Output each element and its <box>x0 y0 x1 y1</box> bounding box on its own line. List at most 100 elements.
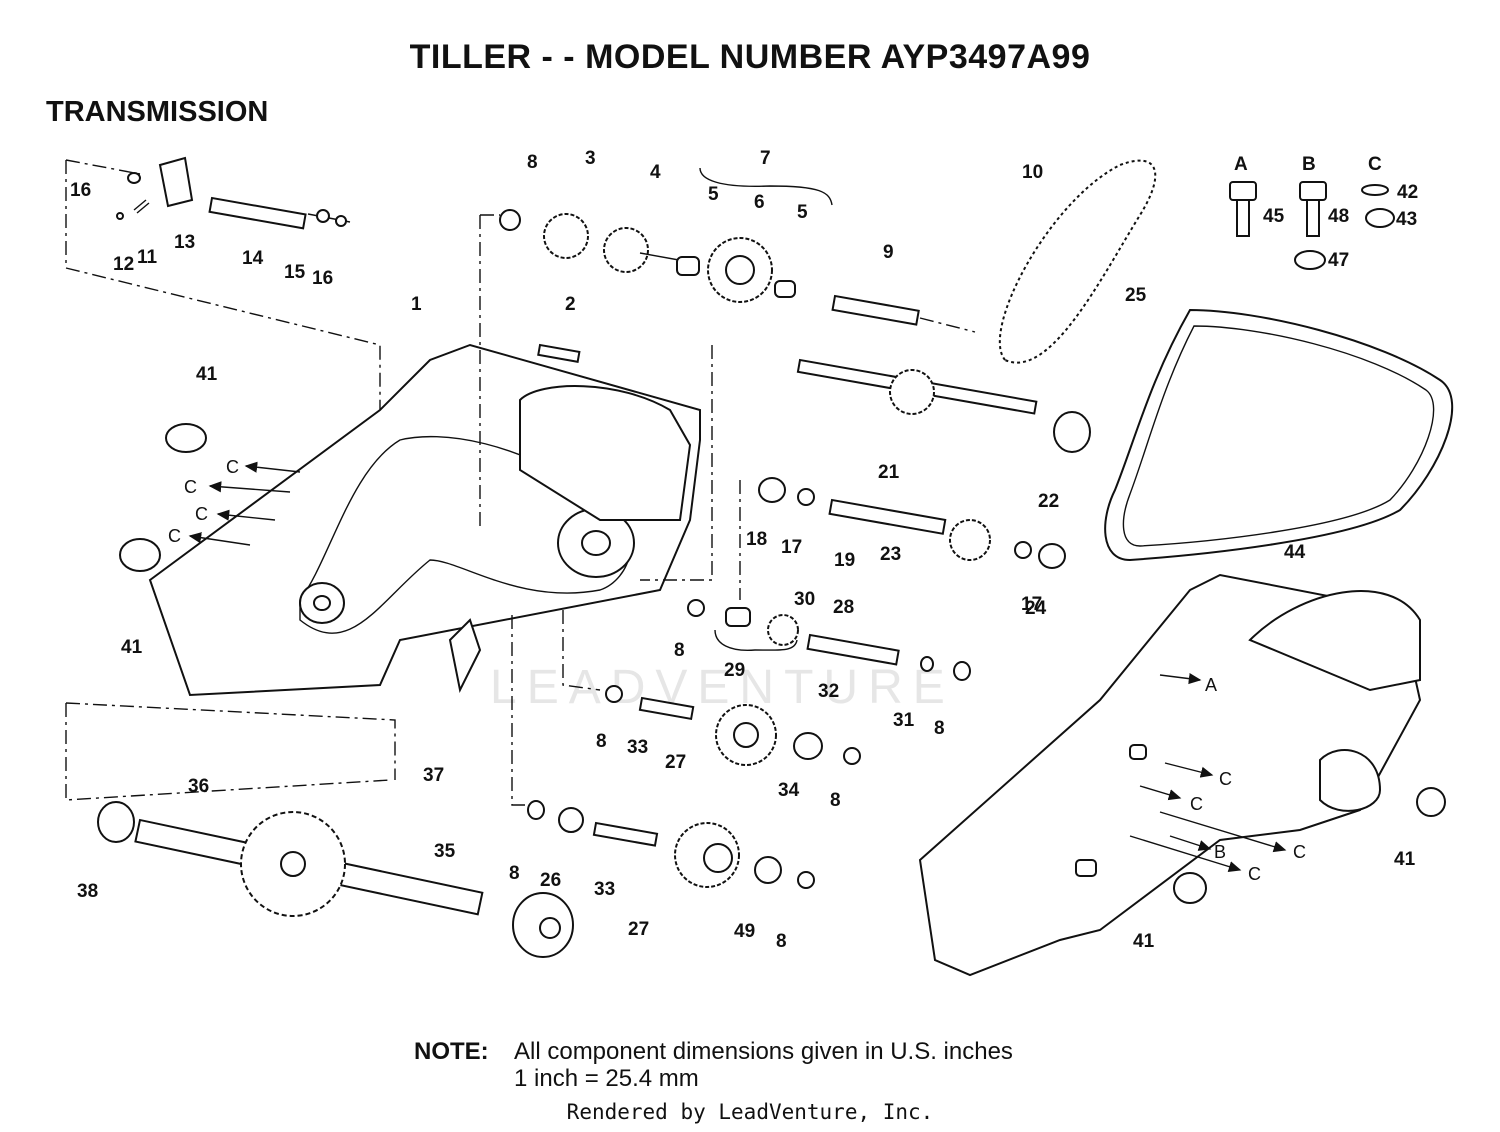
arrow-label-a: A <box>1205 675 1217 695</box>
snap-ring-31 <box>920 656 934 672</box>
shaft-9 <box>831 294 920 326</box>
callout-8: 8 <box>674 640 685 661</box>
gear-28 <box>767 614 799 646</box>
shaft-assembly-32 <box>687 599 971 681</box>
gear-stub-lower <box>1075 859 1097 877</box>
callout-35: 35 <box>434 841 456 862</box>
callout-38: 38 <box>77 881 98 902</box>
legend-b: B <box>1302 154 1316 175</box>
washer-8-right <box>953 661 971 681</box>
callout-48: 48 <box>1328 206 1349 227</box>
callout-45: 45 <box>1263 206 1285 227</box>
callout-25: 25 <box>1125 285 1147 306</box>
spacer-34 <box>793 732 823 760</box>
callout-17: 17 <box>781 537 802 558</box>
handle-37-bracket <box>448 618 482 694</box>
callout-7: 7 <box>760 148 771 169</box>
shaft-assembly-33-upper <box>562 610 861 766</box>
callout-41: 41 <box>196 364 218 385</box>
washer-17-a <box>797 488 815 506</box>
callout-8: 8 <box>596 731 607 752</box>
callout-30: 30 <box>794 589 815 610</box>
arrow-label-c: C <box>1293 842 1306 862</box>
callout-11: 11 <box>137 247 158 268</box>
arrow-label-c: C <box>1248 864 1261 884</box>
page-title: TILLER - - MODEL NUMBER AYP3497A99 <box>409 38 1091 76</box>
callout-31: 31 <box>893 710 915 731</box>
arrow-label-c: C <box>226 457 239 477</box>
bearing-24 <box>1038 543 1066 569</box>
gasket-25 <box>1104 308 1454 562</box>
legend-a: A <box>1234 154 1248 175</box>
sprocket-21 <box>889 369 935 415</box>
callout-16: 16 <box>70 180 91 201</box>
callout-13: 13 <box>174 232 195 253</box>
note-label: NOTE: <box>414 1038 489 1065</box>
callout-33: 33 <box>594 879 615 900</box>
washer-16-top <box>127 172 141 184</box>
callout-23: 23 <box>880 544 901 565</box>
bracket-13 <box>158 156 194 208</box>
dimension-note: NOTE: All component dimensions given in U… <box>414 1038 1013 1092</box>
bushing-41-b <box>119 538 161 572</box>
washer-8-e <box>527 800 545 820</box>
shaft-assembly-21 <box>640 345 1091 581</box>
callout-8: 8 <box>527 152 538 173</box>
washer-16 <box>335 215 347 227</box>
washer-8-mid <box>687 599 705 617</box>
callout-22: 22 <box>1038 491 1059 512</box>
callout-12: 12 <box>113 254 134 275</box>
callout-6: 6 <box>754 192 765 213</box>
callout-16: 16 <box>312 268 333 289</box>
callout-41: 41 <box>1394 849 1416 870</box>
output-axle <box>65 702 574 958</box>
housing-half-left <box>148 343 701 697</box>
note-line-1: All component dimensions given in U.S. i… <box>514 1038 1013 1065</box>
callout-37: 37 <box>423 765 444 786</box>
bolt-48-head <box>1299 181 1327 201</box>
washer-8-top <box>499 209 521 231</box>
callout-5: 5 <box>797 202 808 223</box>
washer-8-c <box>605 685 623 703</box>
callout-24: 24 <box>1025 598 1047 619</box>
bushing-41-d <box>1173 872 1207 904</box>
shaft-33-a <box>638 696 695 721</box>
watermark: LEADVENTURE <box>490 661 955 714</box>
shaft-32 <box>806 633 900 666</box>
callout-43: 43 <box>1396 209 1417 230</box>
bearing-5-b <box>774 280 796 298</box>
shaft-assembly-19 <box>739 477 1066 600</box>
washer-8-d <box>843 747 861 765</box>
arrow-label-c: C <box>1190 794 1203 814</box>
washer-8-f <box>797 871 815 889</box>
sprocket-3 <box>543 213 589 259</box>
callout-9: 9 <box>883 242 894 263</box>
bolt-45-head <box>1229 181 1257 201</box>
hardware-key <box>1229 181 1395 270</box>
housing-gasket-face <box>519 385 692 521</box>
callout-47: 47 <box>1328 250 1349 271</box>
callout-1: 1 <box>411 294 422 315</box>
shaft-assembly-33-lower <box>511 615 815 889</box>
bushing-22 <box>1053 411 1091 453</box>
callout-33: 33 <box>627 737 648 758</box>
callout-29: 29 <box>724 660 745 681</box>
callout-10: 10 <box>1022 162 1043 183</box>
shift-assembly <box>65 156 381 475</box>
callout-41: 41 <box>1133 931 1155 952</box>
callout-34: 34 <box>778 780 800 801</box>
nut-43 <box>1365 208 1395 228</box>
shift-rod-14 <box>208 196 307 230</box>
callout-32: 32 <box>818 681 839 702</box>
bolt-48 <box>1306 199 1320 237</box>
chain-10 <box>998 159 1157 364</box>
housing-half-right <box>918 573 1446 977</box>
bearing-5-a <box>676 256 700 276</box>
spacer-49 <box>754 856 782 884</box>
callout-19: 19 <box>834 550 855 571</box>
callout-41: 41 <box>121 637 143 658</box>
arrow-label-b: B <box>1214 842 1226 862</box>
gear-stub-upper <box>1129 744 1147 760</box>
